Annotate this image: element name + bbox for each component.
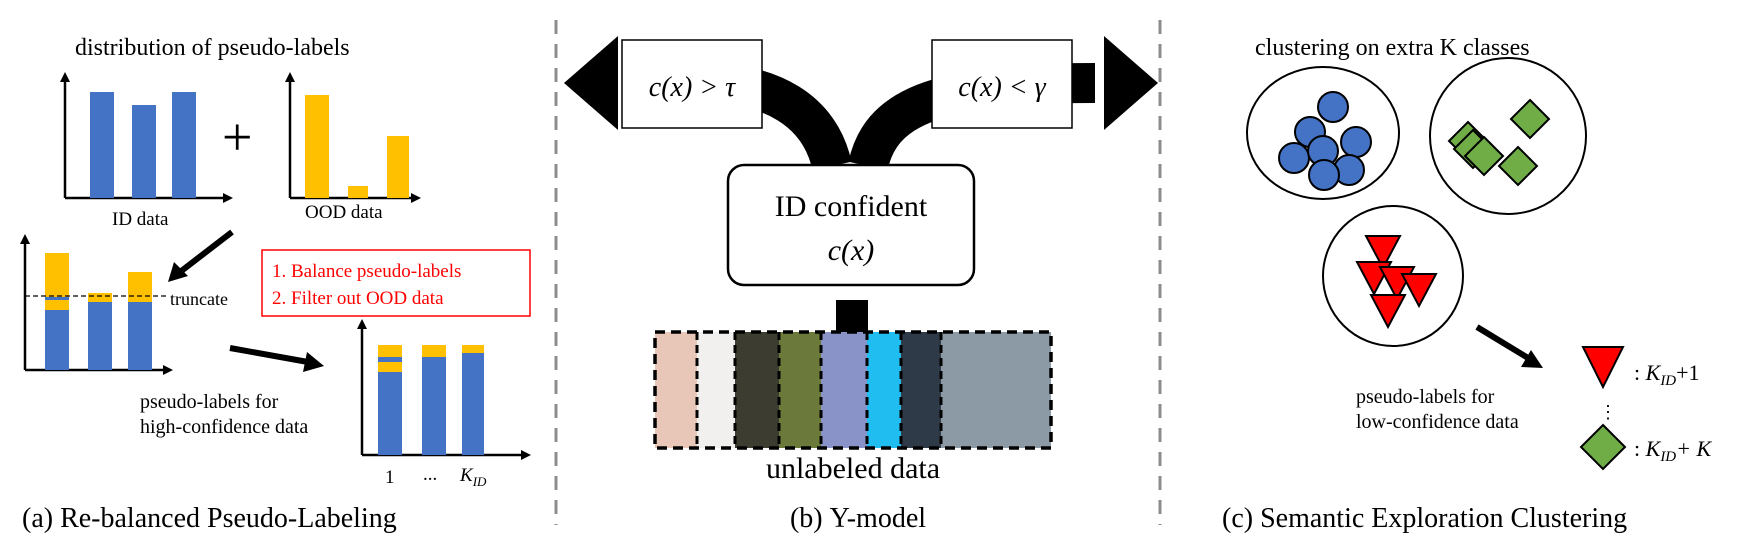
circle-icon	[1317, 91, 1349, 123]
triangle-icon	[1369, 294, 1407, 330]
legend-bottom-sub: ID	[1659, 449, 1676, 465]
diamond-icon	[1579, 423, 1627, 471]
id-bar	[90, 92, 114, 198]
distribution-title: distribution of pseudo-labels	[75, 35, 350, 61]
tick-last-sub: ID	[472, 474, 487, 489]
unlabeled-data-label: unlabeled data	[766, 452, 940, 485]
circle-icon	[1340, 126, 1372, 158]
panel-a: distribution of pseudo-labels ID data + …	[20, 35, 531, 534]
ood-bar	[348, 186, 368, 198]
combined-bar-ood	[45, 300, 69, 310]
high-conf-label-2: high-confidence data	[140, 416, 308, 438]
combined-chart: truncate	[20, 234, 228, 375]
legend-bottom-prefix: :	[1634, 436, 1646, 461]
balanced-bar	[422, 345, 446, 455]
tick-dots: ...	[423, 464, 437, 485]
id-data-chart: ID data	[60, 72, 233, 230]
ood-data-chart: OOD data	[285, 72, 421, 223]
combined-bar-ood	[88, 293, 112, 302]
triangle-icon	[1581, 346, 1625, 390]
id-data-label: ID data	[112, 209, 169, 230]
arrow-icon	[1475, 324, 1530, 361]
image-dividers	[695, 332, 943, 448]
id-confident-box	[726, 163, 976, 287]
panel-c: clustering on extra K classes	[1222, 35, 1712, 534]
ood-bar	[387, 136, 409, 198]
triangle-cluster	[1322, 205, 1464, 347]
balanced-bar-ood	[378, 362, 402, 372]
ood-data-label: OOD data	[305, 202, 383, 223]
diamond-icon	[1509, 98, 1551, 140]
legend-bottom-suffix: + K	[1676, 436, 1712, 461]
legend-bottom-base: K	[1645, 436, 1662, 461]
arrow-icon	[229, 345, 309, 365]
left-condition-box	[621, 39, 763, 129]
low-conf-label-2: low-confidence data	[1356, 411, 1519, 433]
id-bar	[132, 105, 156, 198]
high-conf-label-1: pseudo-labels for	[140, 391, 279, 413]
tick-first: 1	[385, 467, 395, 488]
legend-vdots: ⋮	[1599, 402, 1617, 422]
legend-top-suffix: +1	[1676, 360, 1699, 385]
legend-bottom: : KID+ K	[1634, 436, 1712, 465]
plus-sign: +	[222, 107, 252, 167]
step-2: 2. Filter out OOD data	[272, 288, 444, 309]
low-conf-label-1: pseudo-labels for	[1356, 386, 1495, 408]
caption-c: (c) Semantic Exploration Clustering	[1222, 503, 1627, 534]
balanced-chart: 1 ... KID	[357, 319, 531, 489]
unlabeled-image-strip	[653, 330, 1053, 450]
tick-last: KID	[459, 465, 487, 489]
legend-top-prefix: :	[1634, 360, 1646, 385]
id-confident-formula: c(x)	[828, 234, 875, 267]
circle-icon	[1308, 159, 1340, 191]
balanced-bar-ood	[462, 345, 484, 353]
triangle-icon	[1364, 235, 1402, 271]
balanced-bar	[462, 345, 484, 455]
tick-last-base: K	[459, 465, 474, 486]
steps-box: 1. Balance pseudo-labels 2. Filter out O…	[261, 249, 531, 317]
id-confident-label: ID confident	[775, 190, 928, 223]
step-1: 1. Balance pseudo-labels	[272, 261, 461, 282]
right-condition-box	[931, 39, 1073, 129]
left-condition: c(x) > τ	[649, 72, 736, 103]
combined-bar-ood	[45, 253, 69, 297]
caption-b: (b) Υ-model	[790, 503, 926, 534]
balanced-bar	[378, 345, 402, 455]
id-bar	[172, 92, 196, 198]
right-condition: c(x) < γ	[958, 72, 1046, 103]
ood-bar	[305, 95, 329, 198]
panel-b: c(x) > τ c(x) < γ ID confident c(x)	[564, 36, 1158, 534]
diamond-cluster	[1429, 57, 1587, 215]
triangle-icon	[1400, 273, 1438, 309]
caption-a: (a) Re-balanced Pseudo-Labeling	[22, 503, 397, 534]
circle-icon	[1278, 142, 1310, 174]
balanced-bar-ood	[378, 345, 402, 357]
diamond-icon	[1463, 135, 1505, 177]
legend-top: : KID+1	[1634, 360, 1700, 389]
legend-top-sub: ID	[1659, 373, 1676, 389]
legend-top-base: K	[1645, 360, 1662, 385]
truncate-label: truncate	[170, 289, 228, 309]
balanced-bar-ood	[422, 345, 446, 357]
clustering-title: clustering on extra K classes	[1255, 35, 1530, 61]
arrow-icon	[178, 229, 234, 275]
circle-cluster	[1246, 66, 1400, 200]
combined-bar	[88, 293, 112, 370]
diamond-icon	[1497, 145, 1539, 187]
combined-bar-ood	[128, 272, 152, 302]
